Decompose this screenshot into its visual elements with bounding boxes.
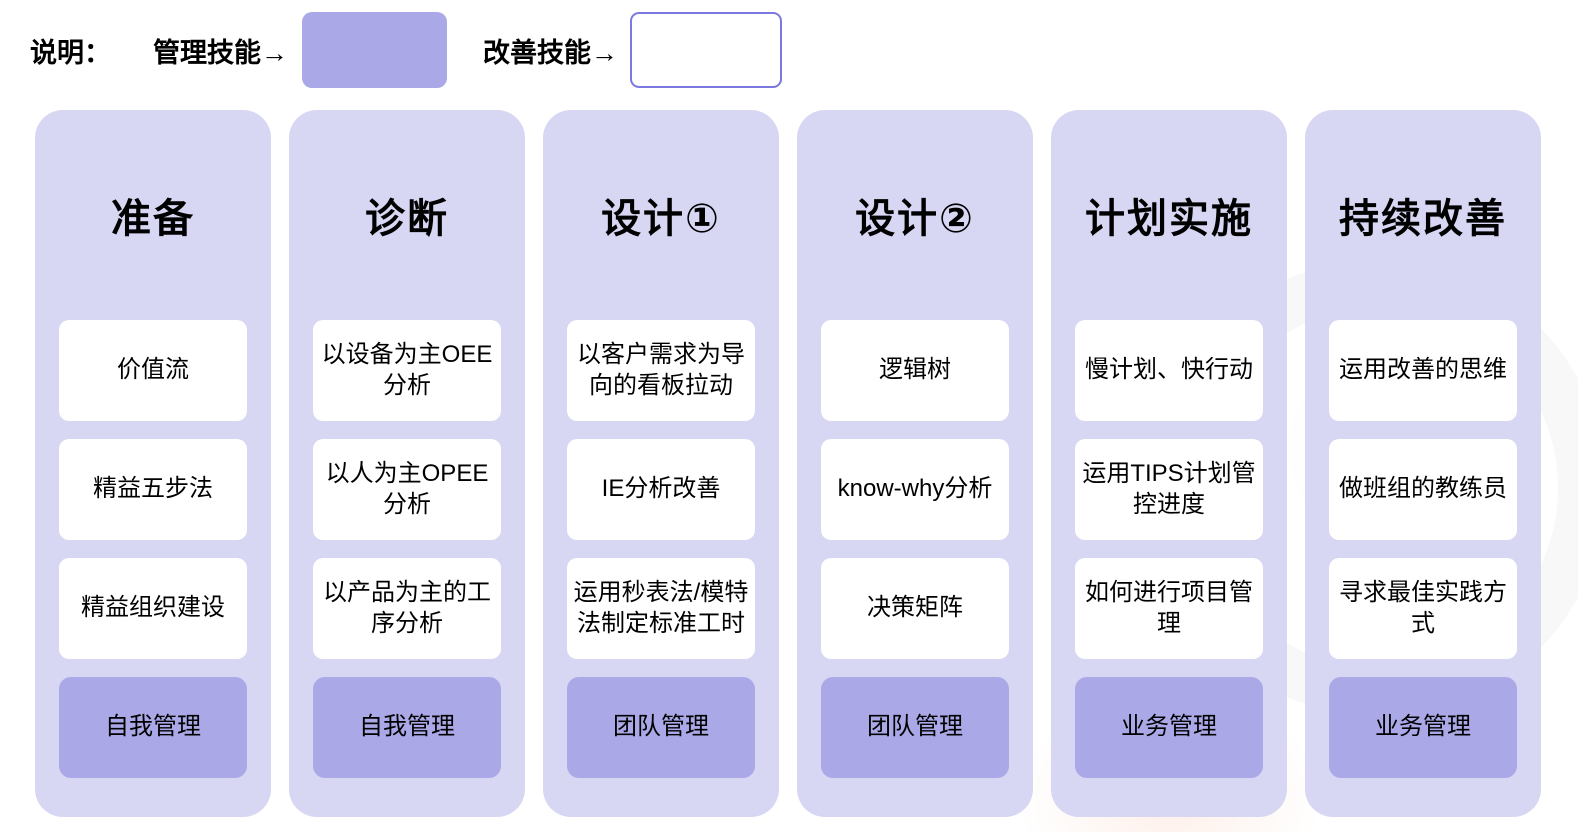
skill-box-list: 慢计划、快行动 运用TIPS计划管控进度 如何进行项目管理 业务管理	[1075, 320, 1263, 778]
stage-title: 计划实施	[1085, 197, 1253, 241]
management-skill-box: 自我管理	[313, 677, 501, 778]
skill-box: 做班组的教练员	[1329, 439, 1517, 540]
legend-improvement-label: 改善技能→	[483, 37, 618, 68]
skill-box: IE分析改善	[567, 439, 755, 540]
skill-box: 以设备为主OEE分析	[313, 320, 501, 421]
stage-column-diagnose: 诊断 以设备为主OEE分析 以人为主OPEE分析 以产品为主的工序分析 自我管理	[289, 110, 525, 817]
skill-box: 精益五步法	[59, 439, 247, 540]
stage-column-design-2: 设计② 逻辑树 know-why分析 决策矩阵 团队管理	[797, 110, 1033, 817]
skill-box-list: 以客户需求为导向的看板拉动 IE分析改善 运用秒表法/模特法制定标准工时 团队管…	[567, 320, 755, 778]
stage-column-plan-implement: 计划实施 慢计划、快行动 运用TIPS计划管控进度 如何进行项目管理 业务管理	[1051, 110, 1287, 817]
skill-box: 运用TIPS计划管控进度	[1075, 439, 1263, 540]
skill-box: 以人为主OPEE分析	[313, 439, 501, 540]
legend-title: 说明：	[30, 37, 111, 68]
stage-title: 持续改善	[1339, 197, 1507, 241]
stage-column-prepare: 准备 价值流 精益五步法 精益组织建设 自我管理	[35, 110, 271, 817]
skill-box: 慢计划、快行动	[1075, 320, 1263, 421]
stage-column-continuous-improve: 持续改善 运用改善的思维 做班组的教练员 寻求最佳实践方式 业务管理	[1305, 110, 1541, 817]
skill-box: 运用改善的思维	[1329, 320, 1517, 421]
management-skill-box: 团队管理	[821, 677, 1009, 778]
skill-box: 寻求最佳实践方式	[1329, 558, 1517, 659]
management-skill-box: 业务管理	[1075, 677, 1263, 778]
skill-box-list: 逻辑树 know-why分析 决策矩阵 团队管理	[821, 320, 1009, 778]
stage-title: 设计①	[601, 197, 721, 241]
legend: 说明： 管理技能→ 改善技能→	[30, 12, 782, 88]
skill-box: 价值流	[59, 320, 247, 421]
stage-column-design-1: 设计① 以客户需求为导向的看板拉动 IE分析改善 运用秒表法/模特法制定标准工时…	[543, 110, 779, 817]
stage-title: 设计②	[855, 197, 975, 241]
legend-management-label: 管理技能→	[153, 37, 288, 68]
stage-title: 准备	[111, 197, 195, 241]
skill-box: 精益组织建设	[59, 558, 247, 659]
skill-box: 决策矩阵	[821, 558, 1009, 659]
skill-box: 以客户需求为导向的看板拉动	[567, 320, 755, 421]
stage-title: 诊断	[365, 197, 449, 241]
skill-box: 逻辑树	[821, 320, 1009, 421]
skill-box: 以产品为主的工序分析	[313, 558, 501, 659]
improvement-skill-swatch	[630, 12, 782, 88]
skill-box-list: 价值流 精益五步法 精益组织建设 自我管理	[59, 320, 247, 778]
management-skill-box: 团队管理	[567, 677, 755, 778]
management-skill-box: 业务管理	[1329, 677, 1517, 778]
skill-box: 如何进行项目管理	[1075, 558, 1263, 659]
management-skill-swatch	[302, 12, 447, 88]
skill-box: know-why分析	[821, 439, 1009, 540]
skill-box: 运用秒表法/模特法制定标准工时	[567, 558, 755, 659]
stage-columns: 准备 价值流 精益五步法 精益组织建设 自我管理 诊断 以设备为主OEE分析 以…	[35, 110, 1541, 817]
skill-box-list: 以设备为主OEE分析 以人为主OPEE分析 以产品为主的工序分析 自我管理	[313, 320, 501, 778]
management-skill-box: 自我管理	[59, 677, 247, 778]
skill-box-list: 运用改善的思维 做班组的教练员 寻求最佳实践方式 业务管理	[1329, 320, 1517, 778]
